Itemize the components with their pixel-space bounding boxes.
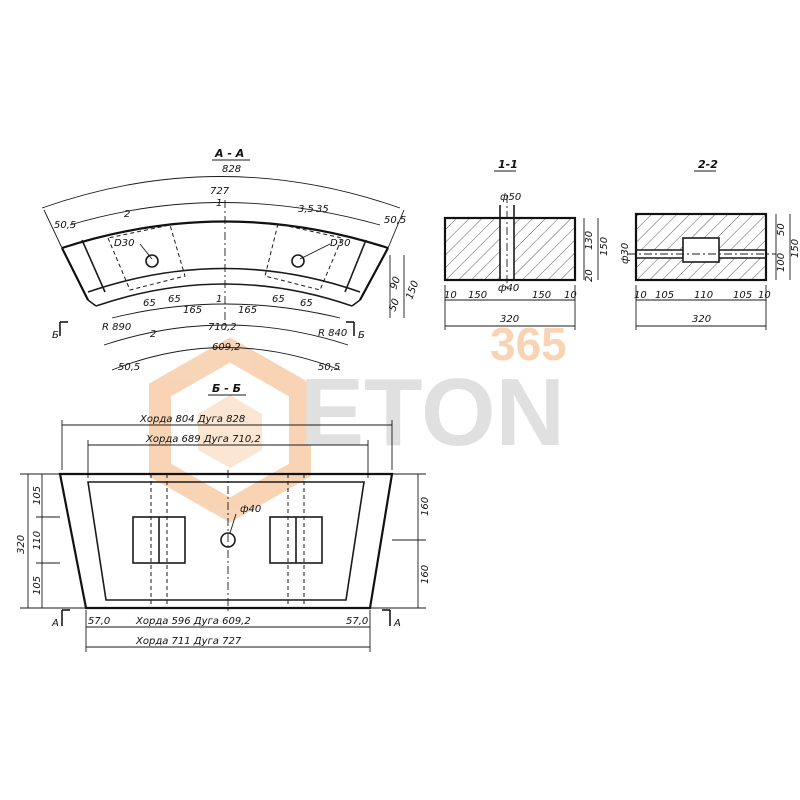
- section-11-view: 1-1 ф50 ф40 10 150 150 10 320 130 150 20: [443, 158, 610, 330]
- watermark-hexagon-icon: [149, 337, 311, 523]
- dim-chord-596: Хорда 596 Дуга 609,2: [135, 616, 251, 627]
- dim-105-left: 105: [655, 290, 674, 301]
- watermark-brand: ETON: [300, 359, 565, 466]
- dim-100: 100: [776, 253, 787, 272]
- section-22-title: 2-2: [698, 158, 718, 171]
- dim-65-d: 65: [300, 298, 313, 309]
- section-aa-view: А - А 828 727 50,5 50,5 D30 D30 2 1 1: [41, 147, 421, 373]
- section-bb-title: Б - Б: [212, 382, 241, 395]
- dim-3-5: 3,5: [298, 204, 314, 215]
- dim-phi30: ф30: [620, 243, 631, 264]
- hole-right-icon: [291, 254, 305, 268]
- dim-10-right: 10: [564, 290, 577, 301]
- dim-828: 828: [222, 164, 241, 175]
- cut-marker-a-right: А: [393, 618, 401, 629]
- dim-65-b: 65: [168, 294, 181, 305]
- dim-20: 20: [584, 269, 595, 282]
- dim-105-right: 105: [733, 290, 752, 301]
- cut-mark-1-bottom: 1: [216, 294, 222, 305]
- dim-35: 35: [316, 204, 329, 215]
- dim-150-right: 150: [532, 290, 551, 301]
- dim-50-aa: 50: [387, 297, 402, 313]
- dim-150-s11: 150: [599, 237, 610, 256]
- dim-160-bottom: 160: [420, 565, 431, 584]
- dim-110: 110: [694, 290, 713, 301]
- dim-chord-711: Хорда 711 Дуга 727: [135, 636, 242, 647]
- dim-105-top-bb: 105: [32, 486, 43, 505]
- cut-marker-b-right: Б: [358, 330, 365, 341]
- dim-10-left-s22: 10: [634, 290, 647, 301]
- dim-10-right-s22: 10: [758, 290, 771, 301]
- dim-phi50: ф50: [500, 192, 521, 203]
- section-11-title: 1-1: [498, 158, 518, 171]
- hole-right-label: D30: [330, 238, 350, 249]
- dim-65-a: 65: [143, 298, 156, 309]
- dim-50-5-top-right: 50,5: [384, 215, 406, 226]
- watermark: 365 ETON: [149, 318, 567, 523]
- dim-165-b: 165: [238, 305, 257, 316]
- dim-10-left: 10: [444, 290, 457, 301]
- cut-marker-a-left: А: [51, 618, 59, 629]
- cut-mark-1-top: 1: [216, 198, 222, 209]
- cut-mark-2: 2: [124, 209, 130, 220]
- dim-320-s22: 320: [692, 314, 711, 325]
- radius-840: R 840: [318, 328, 347, 339]
- dim-150-left: 150: [468, 290, 487, 301]
- dim-150-s22: 150: [790, 239, 800, 258]
- dim-57-right: 57,0: [346, 616, 368, 627]
- dim-phi40: ф40: [498, 283, 519, 294]
- dim-727: 727: [210, 186, 230, 197]
- dim-150-aa: 150: [404, 279, 421, 301]
- dim-105-bottom-bb: 105: [32, 576, 43, 595]
- section-aa-title: А - А: [214, 147, 244, 160]
- section-22-view: 2-2 ф30 10 105 110 105 10 320 50 100 150: [620, 158, 800, 330]
- dim-160-top: 160: [420, 497, 431, 516]
- dim-90: 90: [388, 275, 403, 291]
- dim-165-a: 165: [183, 305, 202, 316]
- radius-890: R 890: [102, 322, 131, 333]
- cut-marker-b-left: Б: [52, 330, 59, 341]
- dim-chord-804: Хорда 804 Дуга 828: [139, 414, 245, 425]
- dim-phi40-bb: ф40: [240, 504, 261, 515]
- watermark-number: 365: [490, 318, 567, 370]
- dim-110-bb: 110: [32, 531, 43, 550]
- section-bb-view: Б - Б Хорда 804 Дуга 828 Хорда 689 Дуга …: [16, 382, 431, 652]
- dim-710-2: 710,2: [208, 322, 237, 333]
- hole-left-icon: [145, 254, 159, 268]
- dim-50-5-bottom-left: 50,5: [118, 362, 140, 373]
- dim-130: 130: [584, 231, 595, 250]
- dim-65-c: 65: [272, 294, 285, 305]
- dim-chord-689: Хорда 689 Дуга 710,2: [145, 434, 261, 445]
- dim-50-5-top-left: 50,5: [54, 220, 76, 231]
- hole-left-label: D30: [114, 238, 134, 249]
- dim-50-s22: 50: [776, 223, 787, 236]
- dim-57-left: 57,0: [88, 616, 110, 627]
- dim-50-5-bottom-right: 50,5: [318, 362, 340, 373]
- cut-mark-2-bottom: 2: [150, 329, 156, 340]
- dim-320-s11: 320: [500, 314, 519, 325]
- dim-320-bb: 320: [16, 535, 27, 554]
